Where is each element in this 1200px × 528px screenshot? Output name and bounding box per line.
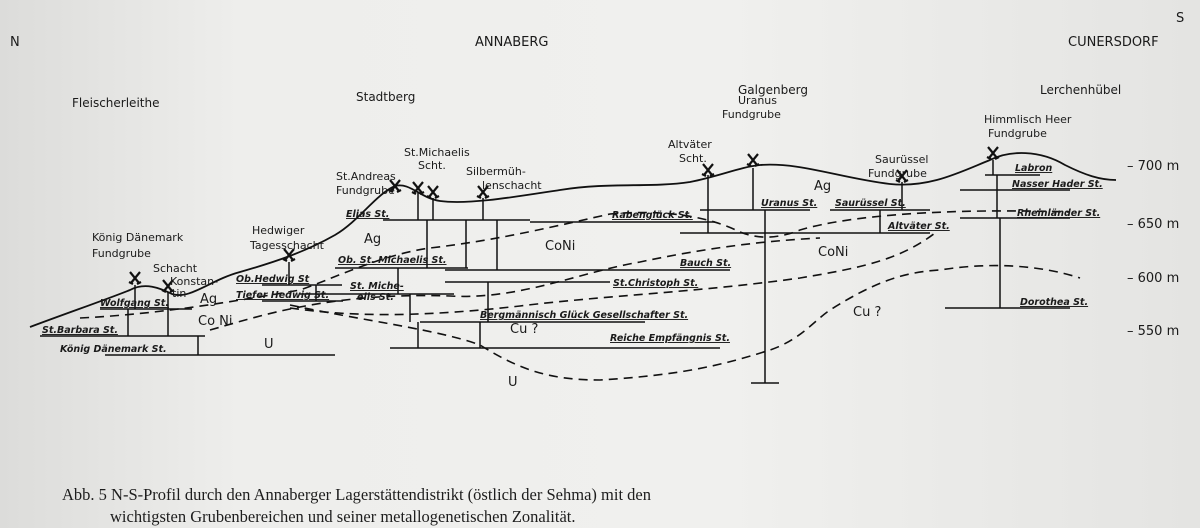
hill-label: Lerchenhübel xyxy=(1040,83,1121,97)
mine-label: lenschacht xyxy=(482,179,542,192)
mine-shaft-icon xyxy=(128,271,142,285)
gallery-label: Altväter St. xyxy=(887,221,950,232)
gallery-label: Bergmännisch Glück Gesellschafter St. xyxy=(480,310,688,321)
gallery-label: St.Barbara St. xyxy=(42,325,118,336)
mine-shaft-icon xyxy=(476,185,490,199)
mine-label: St.Andreas xyxy=(336,170,396,183)
gallery-label: Elias St. xyxy=(346,209,389,220)
mine-shaft-icon xyxy=(701,163,715,177)
gallery-lines xyxy=(40,174,1070,356)
mine-label: St.Michaelis xyxy=(404,146,470,159)
mine-label: Scht. xyxy=(418,159,446,172)
gallery-label: Ob. St. Michaelis St. xyxy=(338,255,447,266)
mine-label: Scht. xyxy=(679,152,707,165)
hill-label: Stadtberg xyxy=(356,90,415,104)
mine-label: König Dänemark xyxy=(92,231,184,244)
mine-label: Fundgrube xyxy=(988,127,1047,140)
ore-zone-label: CoNi xyxy=(818,245,848,260)
shaft-symbols xyxy=(128,146,1000,293)
zone-boundaries xyxy=(79,210,1081,381)
ore-zone-label: CoNi xyxy=(545,239,575,254)
gallery-label: Rabenglück St. xyxy=(612,210,693,221)
mine-shaft-icon xyxy=(411,181,425,195)
mine-label: Himmlisch Heer xyxy=(984,113,1072,126)
gallery-label: Nasser Hader St. xyxy=(1012,179,1103,190)
gallery-label: Uranus St. xyxy=(761,198,817,209)
elevation-tick-label: – 650 m xyxy=(1127,217,1179,232)
mine-label: Fundgrube xyxy=(336,184,395,197)
mine-label: Tagesschacht xyxy=(249,239,325,252)
mine-label: Hedwiger xyxy=(252,224,305,237)
mine-shaft-icon xyxy=(282,248,296,262)
mine-shaft-icon xyxy=(388,179,402,193)
labels: N S ANNABERG CUNERSDORF Fleischerleithe Stadt… xyxy=(10,11,1184,390)
gallery-label: elis St. xyxy=(357,292,394,303)
mine-label: Altväter xyxy=(668,138,712,151)
mine-label: Saurüssel xyxy=(875,153,928,166)
hill-label: Galgenberg xyxy=(738,83,808,97)
mine-label: Fundgrube xyxy=(868,167,927,180)
elevation-tick-label: – 550 m xyxy=(1127,324,1179,339)
ore-zone-label: Ag xyxy=(200,292,217,307)
elevation-tick-label: – 700 m xyxy=(1127,159,1179,174)
mine-label: tin xyxy=(172,287,186,300)
ore-zone-label: Cu ? xyxy=(510,322,538,337)
gallery-label: Dorothea St. xyxy=(1020,297,1088,308)
gallery-label: Tiefer Hedwig St. xyxy=(236,290,329,301)
gallery-label: St.Christoph St. xyxy=(613,278,698,289)
shaft-lines xyxy=(127,160,1001,384)
town-label: CUNERSDORF xyxy=(1068,35,1159,50)
gallery-label: Saurüssel St. xyxy=(835,198,906,209)
ore-zone-label: Ag xyxy=(814,179,831,194)
hill-label: Fleischerleithe xyxy=(72,96,159,110)
caption-line-1: Abb. 5 N-S-Profil durch den Annaberger L… xyxy=(62,485,651,504)
mine-label: Silbermüh- xyxy=(466,165,526,178)
gallery-label: Rheinländer St. xyxy=(1017,208,1100,219)
mine-shaft-icon xyxy=(895,169,909,183)
ore-zone-label: Cu ? xyxy=(853,305,881,320)
ore-zone-label: Co Ni xyxy=(198,314,233,329)
gallery-label: Bauch St. xyxy=(680,258,731,269)
mine-label: Schacht xyxy=(153,262,198,275)
elevation-tick-label: – 600 m xyxy=(1127,271,1179,286)
gallery-label: St. Miche- xyxy=(350,281,404,292)
mine-shaft-icon xyxy=(746,153,760,167)
terrain-profile xyxy=(29,152,1117,328)
ore-zone-label: U xyxy=(508,375,518,390)
ore-zone-label: Ag xyxy=(364,232,381,247)
mine-label: Uranus xyxy=(738,94,777,107)
mine-label: Konstan- xyxy=(170,275,218,288)
gallery-label: Wolfgang St. xyxy=(100,298,169,309)
mine-label: Fundgrube xyxy=(92,247,151,260)
figure-caption: Abb. 5 N-S-Profil durch den Annaberger L… xyxy=(62,484,651,528)
mine-shaft-icon xyxy=(986,146,1000,160)
gallery-label: Ob.Hedwig St xyxy=(236,274,310,285)
south-label: S xyxy=(1176,11,1184,26)
town-label: ANNABERG xyxy=(475,35,548,50)
gallery-label: Reiche Empfängnis St. xyxy=(610,333,730,344)
caption-line-2: wichtigsten Grubenbereichen und seiner m… xyxy=(110,507,576,526)
mine-shaft-icon xyxy=(161,279,175,293)
ore-zone-label: U xyxy=(264,337,274,352)
mine-shaft-icon xyxy=(426,185,440,199)
mine-label: Fundgrube xyxy=(722,108,781,121)
gallery-label: König Dänemark St. xyxy=(60,344,167,355)
north-label: N xyxy=(10,35,20,50)
gallery-label: Labron xyxy=(1015,163,1052,174)
